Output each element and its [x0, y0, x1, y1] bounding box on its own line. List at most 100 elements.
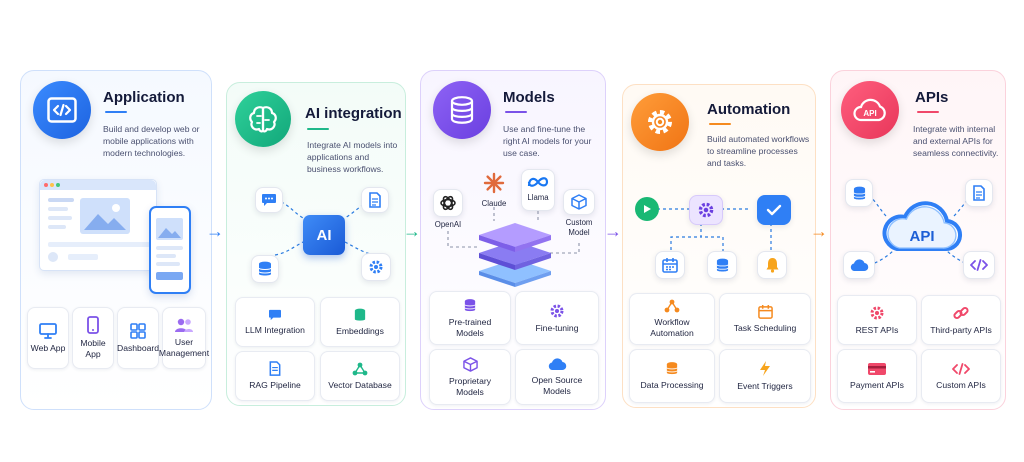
models-underline	[505, 111, 527, 113]
cloud-node	[843, 251, 875, 279]
monitor-icon	[39, 322, 57, 339]
tile-third-party-apis[interactable]: Third-party APIs	[921, 295, 1001, 345]
database-node	[845, 179, 873, 207]
gear-icon	[550, 304, 564, 317]
tile-fine-tuning[interactable]: Fine-tuning	[515, 291, 599, 345]
tile-label: Open Source Models	[531, 374, 583, 396]
models-title: Models	[503, 89, 555, 106]
custom-model-node	[563, 189, 595, 215]
tile-pre-trained-models[interactable]: Pre-trained Models	[429, 291, 511, 345]
claude-node	[479, 169, 509, 197]
calendar-node	[655, 251, 685, 279]
code-icon	[970, 259, 988, 271]
link-icon	[953, 306, 969, 319]
api-cloud-icon: API	[841, 81, 899, 139]
database-icon	[433, 81, 491, 139]
apis-card: API APIs Integrate with internal and ext…	[830, 70, 1006, 410]
tile-llm-integration[interactable]: LLM Integration	[235, 297, 315, 347]
cloud-icon	[548, 357, 567, 370]
ai-underline	[307, 128, 329, 130]
tile-event-triggers[interactable]: Event Triggers	[719, 349, 811, 403]
cloud-icon	[850, 258, 869, 271]
gear-icon	[698, 202, 714, 218]
tile-payment-apis[interactable]: Payment APIs	[837, 349, 917, 403]
openai-icon	[440, 195, 456, 211]
openai-node	[433, 189, 463, 217]
document-icon	[269, 361, 281, 376]
tile-proprietary-models[interactable]: Proprietary Models	[429, 349, 511, 405]
tile-label: Vector Database	[328, 379, 392, 390]
arrow-right-icon: →	[604, 221, 622, 241]
tile-label: Web App	[30, 342, 66, 353]
apis-underline	[917, 111, 939, 113]
database-icon	[666, 362, 678, 375]
tile-label: Pre-trained Models	[448, 316, 492, 338]
tile-vector-database[interactable]: Vector Database	[320, 351, 400, 401]
ai-desc: Integrate AI models into applications an…	[307, 140, 398, 174]
tile-web-app[interactable]: Web App	[27, 307, 69, 369]
tile-rest-apis[interactable]: REST APIs	[837, 295, 917, 345]
tile-label: Task Scheduling	[733, 323, 797, 333]
phone-icon	[87, 316, 99, 334]
tile-task-scheduling[interactable]: Task Scheduling	[719, 293, 811, 345]
tile-label: Workflow Automation	[650, 317, 694, 338]
network-icon	[352, 362, 368, 375]
chat-icon	[262, 194, 276, 206]
tile-label: Embeddings	[336, 325, 384, 336]
bolt-icon	[760, 361, 770, 376]
tile-label: Fine-tuning	[535, 322, 579, 333]
tile-dashboard[interactable]: Dashboard	[117, 307, 159, 369]
arrow-right-icon: →	[403, 221, 421, 241]
layers-icon	[479, 223, 551, 287]
tile-label: Dashboard	[116, 342, 160, 353]
tile-user-management[interactable]: User Management	[159, 307, 209, 369]
claude-label: Claude	[481, 199, 507, 208]
code-node	[963, 251, 995, 279]
tile-rag-pipeline[interactable]: RAG Pipeline	[235, 351, 315, 401]
gear-icon	[631, 93, 689, 151]
tile-custom-apis[interactable]: Custom APIs	[921, 349, 1001, 403]
document-icon	[369, 192, 381, 208]
api-badge-label: API	[863, 109, 876, 118]
api-cloud-icon: API	[882, 201, 963, 252]
check-node	[757, 195, 791, 225]
workflow-icon	[664, 299, 680, 313]
document-icon	[973, 185, 985, 201]
bell-icon	[766, 258, 778, 273]
chat-icon	[269, 309, 281, 320]
tile-label: Data Processing	[640, 380, 704, 390]
automation-card: Automation Build automated workflows to …	[622, 84, 816, 408]
document-node	[361, 187, 389, 213]
models-desc: Use and fine-tune the right AI models fo…	[503, 124, 592, 158]
tile-label: LLM Integration	[245, 324, 305, 335]
meta-icon	[527, 177, 549, 187]
arrow-right-icon: →	[206, 221, 224, 241]
llama-node: Llama	[521, 169, 555, 211]
tile-label: Payment APIs	[850, 379, 904, 390]
database-node	[707, 251, 737, 279]
bell-node	[757, 251, 787, 279]
code-icon	[33, 81, 91, 139]
application-card: Application Build and develop web or mob…	[20, 70, 212, 410]
tile-label: REST APIs	[855, 324, 899, 335]
tile-embeddings[interactable]: Embeddings	[320, 297, 400, 347]
tile-workflow-automation[interactable]: Workflow Automation	[629, 293, 715, 345]
document-node	[965, 179, 993, 207]
tile-label: Proprietary Models	[448, 375, 492, 397]
browser-mockup	[39, 179, 157, 271]
database-icon	[715, 258, 729, 272]
layers-stack	[477, 219, 553, 289]
check-icon	[766, 204, 782, 216]
calendar-icon	[757, 304, 773, 319]
tile-data-processing[interactable]: Data Processing	[629, 349, 715, 403]
tile-mobile-app[interactable]: Mobile App	[72, 307, 114, 369]
tile-label: Third-party APIs	[930, 324, 992, 335]
database-icon	[852, 186, 866, 200]
arrow-right-icon: →	[810, 221, 828, 241]
application-underline	[105, 111, 127, 113]
ai-chip: AI	[303, 215, 345, 255]
custom-model-label: Custom Model	[565, 218, 593, 237]
ai-title: AI integration	[305, 105, 402, 122]
tile-open-source-models[interactable]: Open Source Models	[515, 349, 599, 405]
